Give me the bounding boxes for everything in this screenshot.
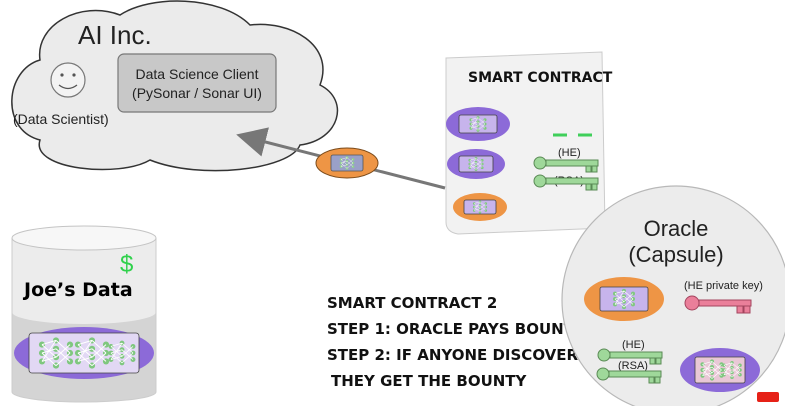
smart-contract-card [445,51,606,235]
step-two: STEP 2: IF ANYONE DISCOVERS KEYS, [327,346,643,364]
video-badge-icon [757,392,779,402]
data-store-label: Joe’s Data [22,279,133,301]
key-icon [533,156,599,173]
smart-contract-title: SMART CONTRACT [468,70,613,86]
client-tools: (PySonar / Sonar UI) [132,85,262,101]
oracle-he-key-label: (HE) [622,339,645,351]
orange-model-blob [584,277,664,321]
purple-model-blob [447,149,505,179]
purple-model-blob [680,348,760,392]
purple-model-blob [14,327,154,379]
orange-model-blob [453,193,507,221]
oracle-title: Oracle [644,216,709,241]
step-one: STEP 1: ORACLE PAYS BOUNTY [327,320,586,338]
steps-title: SMART CONTRACT 2 [327,294,497,312]
key-icon [533,174,599,191]
data-scientist-label: (Data Scientist) [13,111,109,127]
client-name: Data Science Client [136,66,259,82]
contract-he-key-label: (HE) [558,147,581,159]
oracle-subtitle: (Capsule) [628,242,723,267]
oracle-rsa-key-label: (RSA) [618,360,648,372]
purple-model-blob [446,107,510,141]
key-icon [596,367,662,384]
key-icon [597,348,663,365]
key-icon [684,295,752,314]
company-title: AI Inc. [78,20,152,50]
step-two-continued: THEY GET THE BOUNTY [331,372,528,390]
smiley-face-icon [50,62,86,98]
data-science-client-box [117,53,277,113]
orange-model-blob [315,147,379,179]
oracle-private-key-label: (HE private key) [684,280,763,292]
dollar-sign-icon: $ [120,251,133,278]
